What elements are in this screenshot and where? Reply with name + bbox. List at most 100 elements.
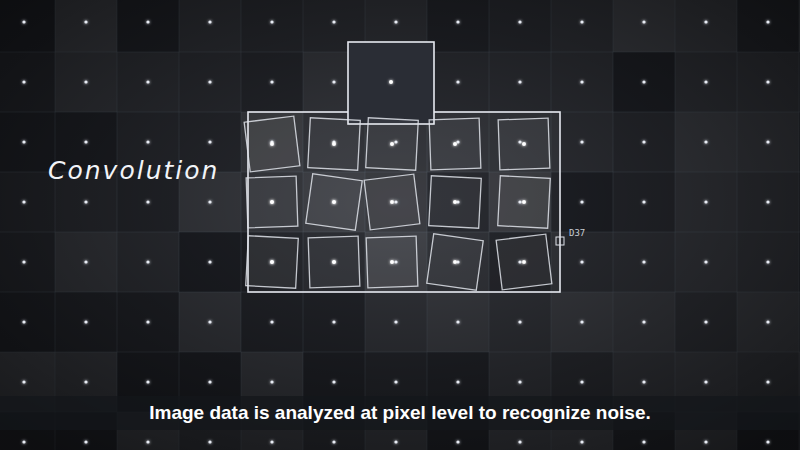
kernel-square [364,174,420,230]
kernel-dot [270,200,274,204]
pixel-dot [394,20,397,23]
kernel-square [366,236,418,288]
kernel-cell [498,176,551,229]
pixel-dot [580,20,583,23]
kernel-cell [244,116,300,172]
pixel-dot [456,320,459,323]
kernel-dot [390,200,394,204]
pixel-dot [208,140,211,143]
pixel-dot [642,20,645,23]
pixel-dot [766,380,769,383]
pixel-cell [303,172,365,232]
pixel-dot [22,20,25,23]
kernel-dot [453,260,458,265]
pixel-dot [22,80,25,83]
pixel-cell [303,112,365,172]
pixel-dot [22,200,25,203]
kernel-cell [246,176,298,228]
pixel-dot [146,440,149,443]
pixel-dot [84,380,87,383]
pixel-dot [208,80,211,83]
kernel-square [429,118,481,170]
kernel-dot [332,142,336,146]
pixel-dot [208,260,211,263]
pixel-dot [394,380,397,383]
kernel-square [498,118,550,170]
pixel-dot [208,320,211,323]
kernel-dot [522,200,526,204]
kernel-cell [308,236,360,288]
kernel-dot [390,142,394,146]
kernel-dot [453,142,457,146]
pixel-dot [642,260,645,263]
pixel-dot [704,200,707,203]
kernel-cell [429,118,481,170]
kernel-dot [270,142,274,146]
pixel-dot [84,200,87,203]
pixel-dot [580,380,583,383]
pixel-dot [704,440,707,443]
kernel-dot [332,200,337,205]
pixel-cell [303,232,365,292]
kernel-dot [270,260,274,264]
kernel-cell [308,118,361,171]
pixel-dot [704,320,707,323]
pixel-dot [84,140,87,143]
pixel-dot [766,200,769,203]
pixel-dot [146,380,149,383]
pixel-cell [241,232,303,292]
kernel-cell [246,236,299,289]
kernel-cell [496,234,552,290]
output-dot [389,80,393,84]
pixel-dot [84,20,87,23]
pixel-dot [766,80,769,83]
kernel-square [306,174,362,230]
kernel-cell [306,174,362,230]
pixel-dot [208,20,211,23]
kernel-square [244,116,300,172]
pixel-dot [704,380,707,383]
pixel-dot [332,260,335,263]
kernel-cell [366,236,418,288]
kernel-dot [332,260,336,264]
pixel-dot [84,320,87,323]
pixel-dot [580,80,583,83]
coordinate-tag: D37 [569,228,585,238]
pixel-dot [766,140,769,143]
kernel-cell [498,118,550,170]
kernel-square [429,176,482,229]
pixel-dot [146,320,149,323]
pixel-dot [146,260,149,263]
pixel-dot [332,20,335,23]
pixel-dot [208,200,211,203]
pixel-dot [456,440,459,443]
pixel-dot [518,80,521,83]
kernel-square [308,118,361,171]
pixel-dot [22,320,25,323]
pixel-dot [580,320,583,323]
pixel-dot [642,200,645,203]
pixel-dot [22,260,25,263]
pixel-dot [22,140,25,143]
kernel-square [498,176,551,229]
output-pixel [348,42,434,124]
pixel-dot [766,260,769,263]
kernel-square [246,176,298,228]
kernel-dot [522,260,526,264]
pixel-dot [22,380,25,383]
pixel-dot [518,320,521,323]
pixel-cell [241,172,303,232]
pixel-dot [146,140,149,143]
kernel-square [366,118,419,171]
pixel-dot [580,200,583,203]
pixel-dot [332,80,335,83]
pixel-dot [270,80,273,83]
kernel-dot [453,200,457,204]
pixel-dot [84,440,87,443]
pixel-dot [208,440,211,443]
pixel-dot [84,260,87,263]
kernel-cell [366,118,419,171]
pixel-dot [704,260,707,263]
